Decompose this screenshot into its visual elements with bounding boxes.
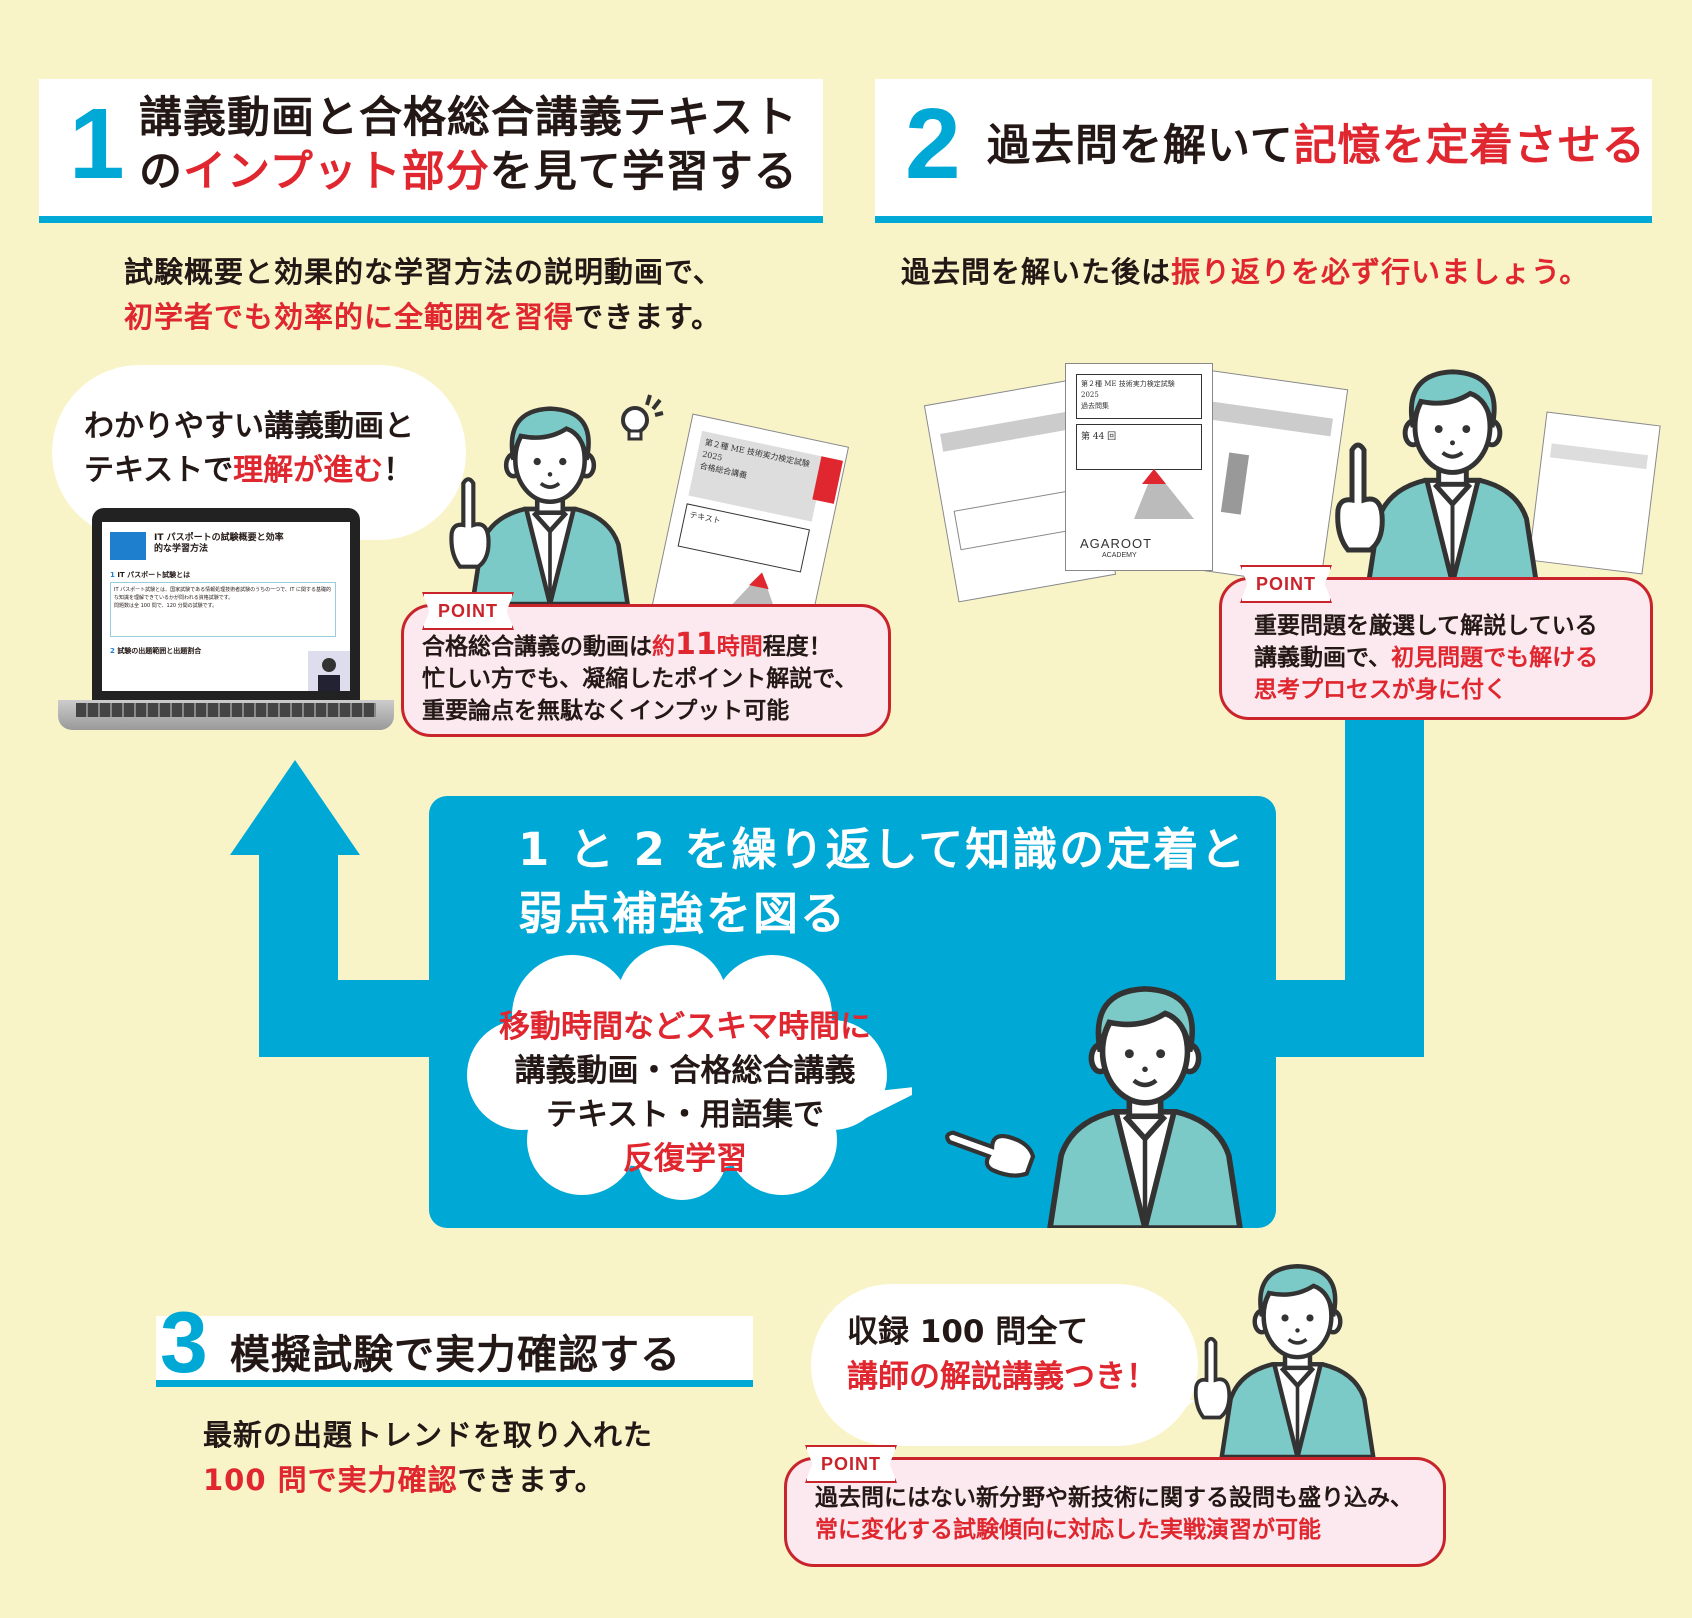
desc-line: 最新の出題トレンドを取り入れた <box>203 1418 654 1452</box>
past-exam-book: 第２種 ME 技術実力検定試験 2025 過去問集 第 44 回 AGAROOT… <box>1065 363 1213 571</box>
point-box-2: POINT 重要問題を厳選して解説している 講義動画で、初見問題でも解ける 思考… <box>1219 565 1653 720</box>
text-highlight: 振り返りを必ず行いましょう。 <box>1171 255 1590 289</box>
laptop-screen: IT パスポートの試験概要と効率的な学習方法 1 IT パスポート試験とは IT… <box>102 522 350 691</box>
text: できます。 <box>457 1463 605 1497</box>
text: 第２種 ME 技術実力検定試験 <box>1081 380 1175 388</box>
text-highlight: 記憶を定着させる <box>1293 121 1646 171</box>
point-tag: POINT <box>1240 565 1333 603</box>
text-highlight: 反復学習 <box>623 1141 747 1177</box>
text: 合格総合講義の動画は <box>422 634 652 660</box>
step3-header: 3 模擬試験で実力確認する <box>156 1295 753 1391</box>
text: の <box>139 147 183 197</box>
point-tag: POINT <box>422 592 515 630</box>
step1-title-line2: のインプット部分を見て学習する <box>139 145 798 199</box>
step2-title: 過去問を解いて記憶を定着させる <box>987 119 1646 173</box>
text-highlight: 11 <box>675 627 717 662</box>
point-box-3: POINT 過去問にはない新分野や新技術に関する設問も盛り込み、 常に変化する試… <box>784 1445 1446 1567</box>
pointing-hand-icon <box>1190 1330 1235 1430</box>
step2-header: 2 過去問を解いて記憶を定着させる <box>875 79 1652 223</box>
logo-triangle <box>1134 469 1194 519</box>
step1-number: 1 <box>69 88 125 200</box>
step2-description: 過去問を解いた後は振り返りを必ず行いましょう。 <box>901 250 1589 295</box>
text: 問題数は全 100 問で、120 分間の試験です。 <box>114 603 218 609</box>
brand-logo-sub: ACADEMY <box>1102 552 1137 559</box>
text: 講義動画・合格総合講義 <box>514 1053 856 1089</box>
text: 第 44 回 <box>1076 424 1202 470</box>
text: 過去問にはない新分野や新技術に関する設問も盛り込み、 <box>815 1485 1413 1511</box>
text: できます。 <box>574 300 722 334</box>
laptop: IT パスポートの試験概要と効率的な学習方法 1 IT パスポート試験とは IT… <box>92 508 360 701</box>
text: テキストで <box>84 453 234 488</box>
text: 過去問を解いた後は <box>901 255 1172 289</box>
text-highlight: 約 <box>652 634 675 660</box>
text: IT パスポート試験とは <box>117 571 191 579</box>
text-highlight: 理解が進む <box>233 453 384 488</box>
text-highlight: インプット部分 <box>183 147 490 197</box>
point-tag: POINT <box>805 1445 898 1483</box>
text: わかりやすい講義動画と <box>84 409 414 444</box>
text-highlight: 常に変化する試験傾向に対応した実戦演習が可能 <box>815 1517 1321 1543</box>
text: 重要問題を厳選して解説している <box>1254 613 1598 639</box>
text-highlight: 初学者でも効率的に全範囲を習得 <box>124 300 575 334</box>
text-highlight: 100 問で実力確認 <box>203 1463 458 1497</box>
step1-header: 1 講義動画と合格総合講義テキスト のインプット部分を見て学習する <box>39 79 823 223</box>
step3-title: 模擬試験で実力確認する <box>230 1332 681 1378</box>
desc-line: 試験概要と効果的な学習方法の説明動画で、 <box>124 255 723 289</box>
text: 2025 <box>1081 391 1099 399</box>
step3-description: 最新の出題トレンドを取り入れた 100 問で実力確認できます。 <box>203 1413 653 1503</box>
ok-hand-icon <box>1330 440 1390 560</box>
text-highlight: 講師の解説講義つき！ <box>847 1359 1157 1395</box>
bubble-tail <box>390 480 430 520</box>
text: 過去問集 <box>1081 402 1109 410</box>
loop-arrow-left-bar <box>259 850 338 1057</box>
text: 重要論点を無駄なくインプット可能 <box>422 698 790 724</box>
bubble-1-text: わかりやすい講義動画と テキストで理解が進む！ <box>84 405 414 493</box>
text-highlight: 初見問題でも解ける <box>1391 645 1599 671</box>
thought-cloud <box>467 945 912 1200</box>
step1-title: 講義動画と合格総合講義テキスト のインプット部分を見て学習する <box>139 91 798 199</box>
text: 収録 100 問全て <box>847 1314 1089 1350</box>
arrow-up-icon <box>230 760 360 855</box>
text: テキスト・用語集で <box>545 1097 825 1133</box>
step1-title-line1: 講義動画と合格総合講義テキスト <box>139 93 798 143</box>
text: 試験の出題範囲と出題割合 <box>117 647 202 655</box>
pointing-hand-icon <box>445 470 495 580</box>
text-highlight: 移動時間などスキマ時間に <box>499 1009 871 1045</box>
laptop-base <box>58 700 394 730</box>
text: IT パスポート試験とは、国家試験である情報処理技術者試験のうちの一つで、IT … <box>114 587 331 601</box>
slide-title: IT パスポートの試験概要と効率的な学習方法 <box>154 533 284 554</box>
text-highlight: 思考プロセスが身に付く <box>1254 677 1507 703</box>
text: 講義動画で、 <box>1254 645 1392 671</box>
text: 程度！ <box>762 634 832 660</box>
step3-number: 3 <box>160 1295 208 1391</box>
repeat-title: 1 と 2 を繰り返して知識の定着と 弱点補強を図る <box>518 818 1247 946</box>
text: 2 <box>110 647 115 655</box>
desc-line: 初学者でも効率的に全範囲を習得できます。 <box>124 295 723 340</box>
step2-number: 2 <box>905 88 961 200</box>
text: 忙しい方でも、凝縮したポイント解説で、 <box>422 666 858 692</box>
text: ！ <box>383 453 414 488</box>
slide-icon <box>110 532 146 560</box>
point-box-1: POINT 合格総合講義の動画は約11時間程度！ 忙しい方でも、凝縮したポイント… <box>401 592 891 737</box>
text-highlight: 時間 <box>716 634 763 660</box>
lecturer-video <box>308 651 350 691</box>
man-illustration-3 <box>1020 971 1270 1228</box>
text: を見て学習する <box>489 147 798 197</box>
text: 1 <box>110 571 115 579</box>
text: 弱点補強を図る <box>518 887 848 940</box>
speech-bubble-3 <box>811 1284 1198 1446</box>
bubble-3-text: 収録 100 問全て 講師の解説講義つき！ <box>847 1310 1157 1400</box>
step1-description: 試験概要と効果的な学習方法の説明動画で、 初学者でも効率的に全範囲を習得できます… <box>124 250 723 340</box>
lightbulb-icon <box>621 394 664 441</box>
text: 1 と 2 を繰り返して知識の定着と <box>518 823 1248 876</box>
text: 過去問を解いて <box>987 121 1294 171</box>
bubble-tail <box>1150 1400 1195 1436</box>
brand-logo-text: AGAROOT <box>1080 536 1153 551</box>
cloud-text: 移動時間などスキマ時間に 講義動画・合格総合講義 テキスト・用語集で 反復学習 <box>464 1005 906 1181</box>
